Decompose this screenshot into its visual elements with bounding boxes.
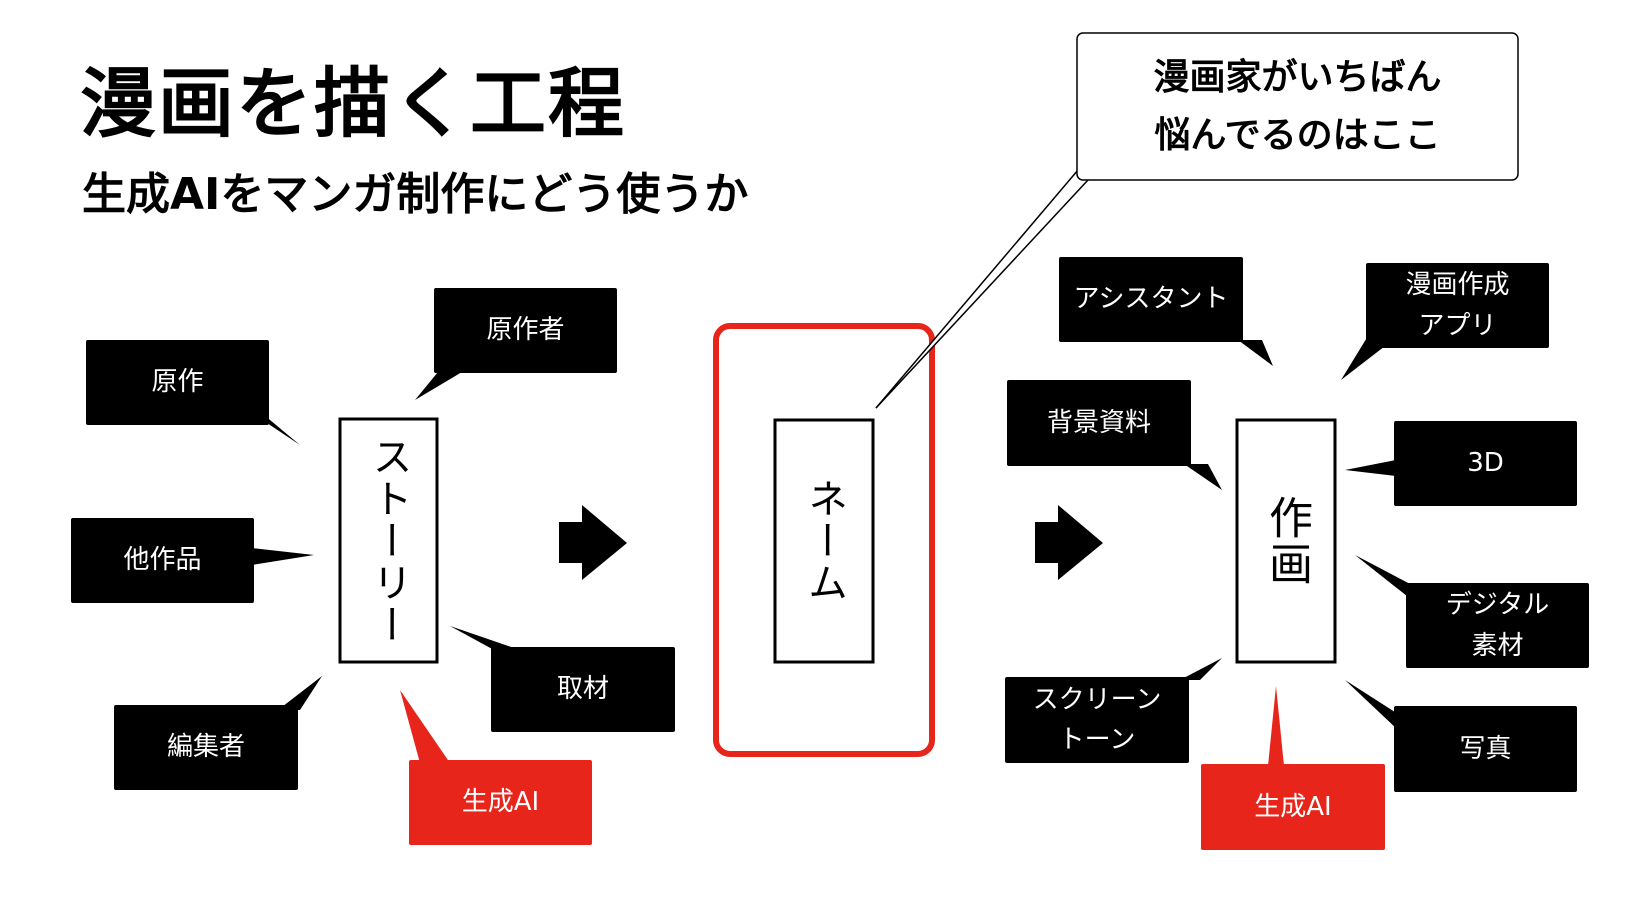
bubble-box [1201,764,1385,850]
bubble-box [1394,706,1577,792]
bubble-box [114,705,298,790]
bubble-assistant [1059,257,1273,366]
bubble-generative-ai-drawing [1201,686,1385,850]
label-generative-ai-drawing: 生成AI [1254,791,1332,822]
bubble-box [1007,380,1191,466]
label-3d: 3D [1467,448,1504,479]
bubble-original [86,340,300,445]
bubble-tail [400,690,450,763]
label-background-materials: 背景資料 [1046,407,1151,438]
bubble-tail [1180,658,1222,680]
bubble-screentone [1005,658,1222,763]
label-original: 原作 [151,367,204,398]
callout-tail-edge [875,169,1079,409]
callout-tail-edge [875,179,1089,409]
bubble-research [450,626,675,732]
callout-tail [876,172,1087,408]
bubble-tail [1345,680,1398,730]
name-stage-box [773,418,875,664]
bubble-editor [114,676,322,790]
bubble-box [1406,583,1589,668]
bubble-tail [450,626,520,650]
drawing-stage-label: 作画 [1261,495,1312,587]
bubble-tail [1268,686,1284,766]
label-original-author: 原作者 [486,315,565,346]
bubble-tail [1355,555,1412,600]
bubble-tail [1184,464,1222,490]
bubble-box [409,760,592,845]
label-generative-ai-story: 生成AI [461,787,540,818]
page-title: 漫画を描く工程 [80,59,626,148]
bubble-box [1059,257,1243,342]
bubble-tail [252,548,314,565]
callout-bubble [875,32,1519,409]
drawing-stage-box [1235,418,1337,664]
bubble-tail [278,676,322,710]
arrow-name-to-drawing [1035,505,1103,580]
bubble-box [1366,263,1549,348]
bubble-box [1394,421,1577,506]
name-stage-label: ネーム [801,478,847,604]
story-stage-label: ストーリー [365,435,412,646]
bubble-photos [1345,680,1577,792]
bubble-tail [1238,340,1273,366]
callout-box [1076,32,1519,181]
story-stage-box [338,417,439,664]
page-subtitle: 生成AIをマンガ制作にどう使うか [82,169,749,220]
bubble-digital-materials [1355,555,1589,668]
label-screentone: スクリーン トーン [1032,684,1162,755]
label-editor: 編集者 [166,732,245,763]
name-focus-frame [713,323,935,757]
bubble-box [86,340,269,425]
bubble-generative-ai-story [400,690,592,845]
label-research: 取材 [556,674,609,705]
bubble-original-author [415,288,617,400]
label-photos: 写真 [1459,733,1512,764]
callout-text: 漫画家がいちばん 悩んでるのはここ [1153,56,1442,156]
bubble-tail [1345,460,1396,476]
bubble-manga-app [1341,263,1549,380]
bubble-box [434,288,617,373]
bubble-background-materials [1007,380,1222,490]
label-assistant: アシスタント [1073,284,1229,315]
label-manga-app: 漫画作成 アプリ [1405,270,1510,341]
arrow-story-to-name [559,505,627,580]
bubble-other-works [71,518,314,603]
bubble-3d [1345,421,1577,506]
label-digital-materials: デジタル 素材 [1445,590,1550,661]
bubble-box [71,518,254,603]
bubble-box [491,647,675,732]
bubble-box [1005,677,1189,763]
bubble-tail [415,372,462,400]
label-other-works: 他作品 [123,545,202,576]
